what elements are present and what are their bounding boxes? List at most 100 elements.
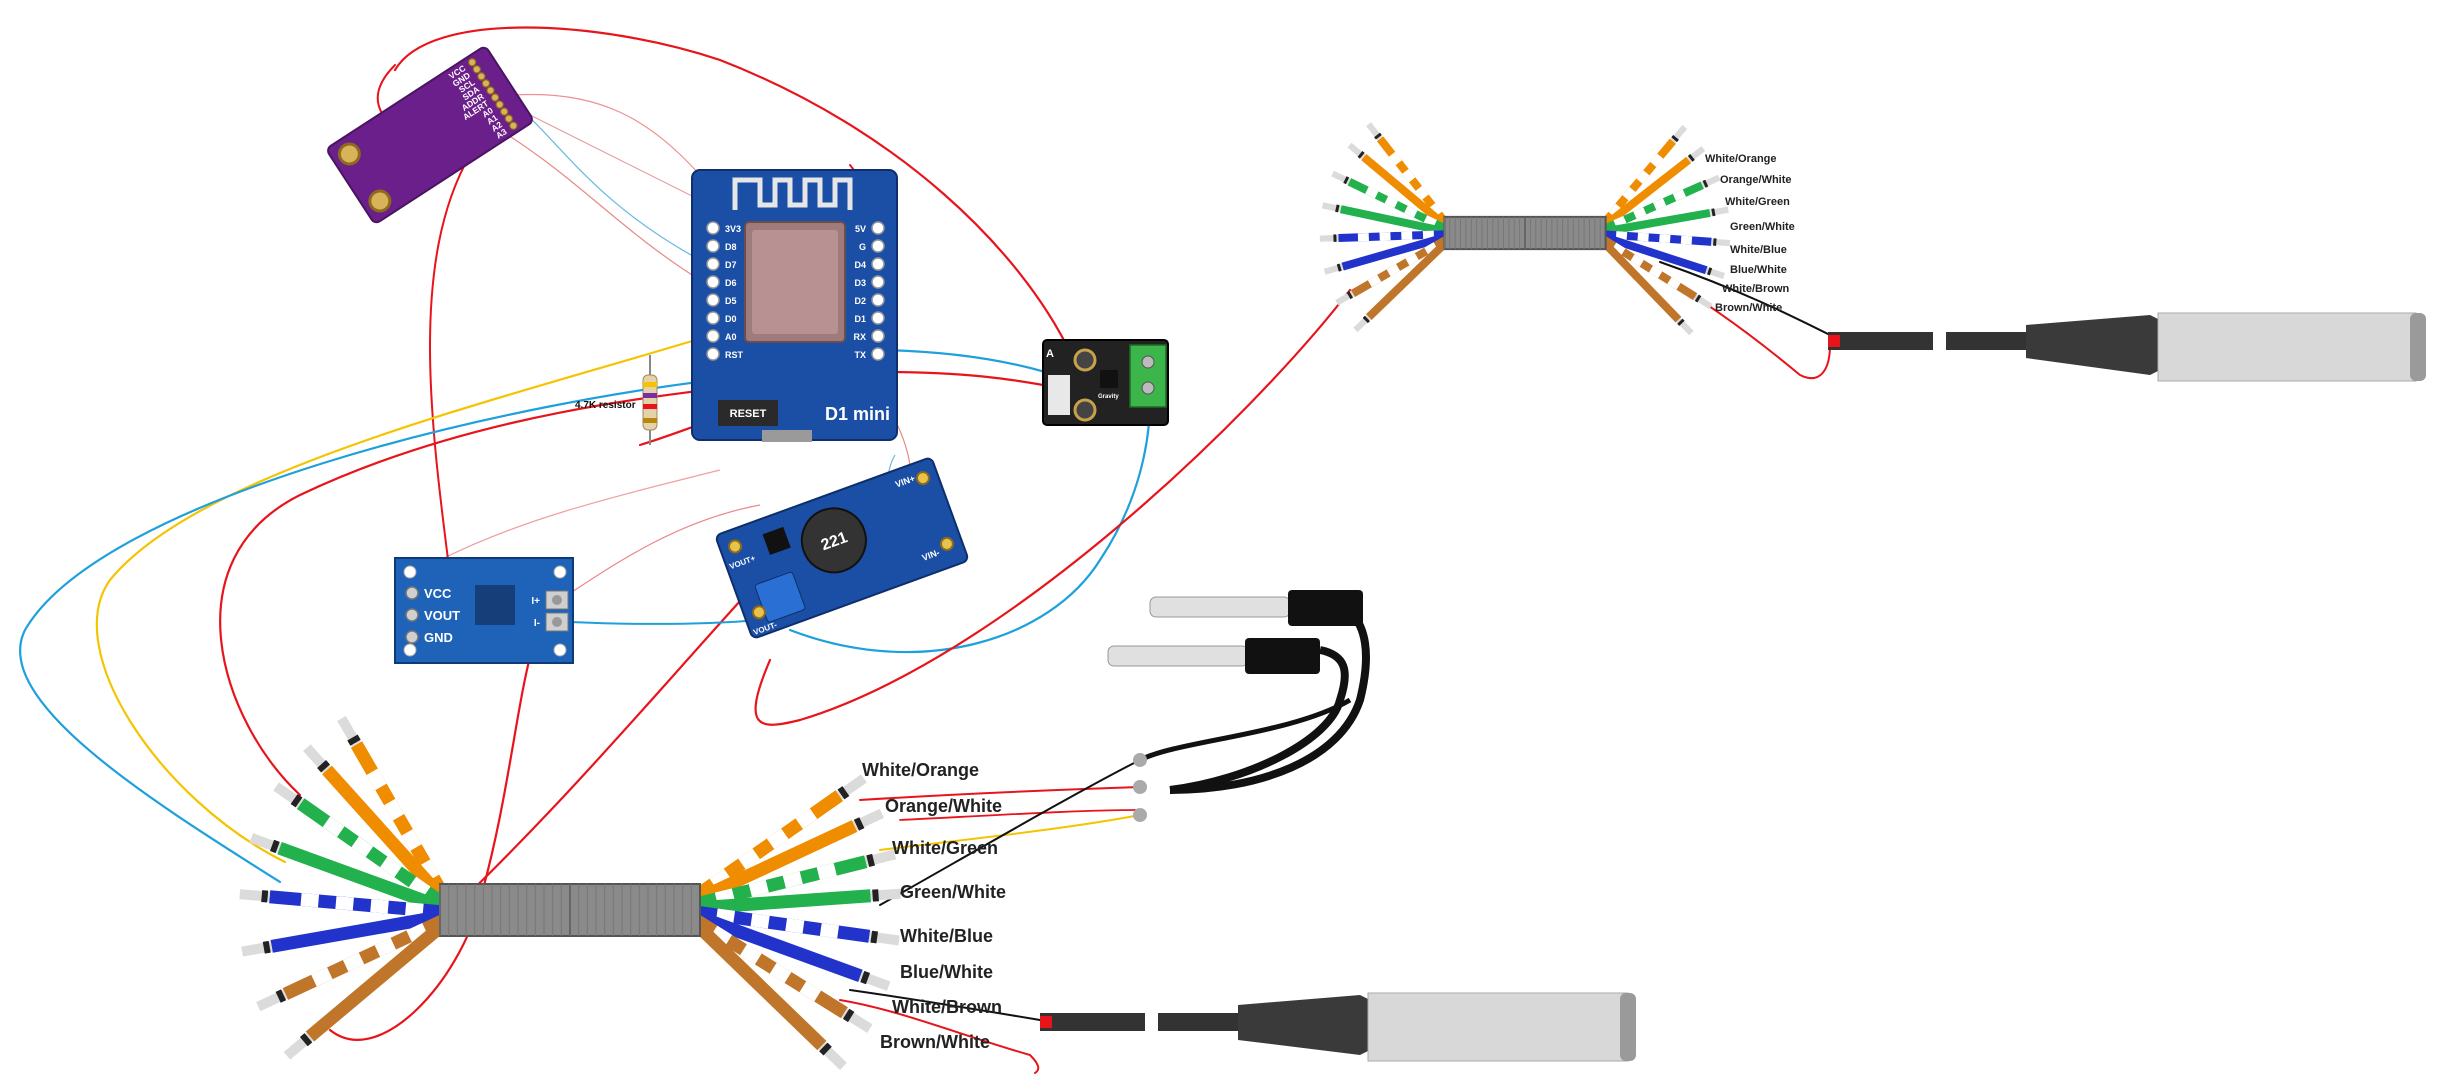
d1mini-pin-hole (706, 221, 720, 235)
harness-crimp (870, 930, 879, 944)
d1mini-pin-label: RX (853, 332, 866, 342)
harness-wire (695, 889, 872, 915)
harness-wire-stripe (311, 967, 333, 987)
harness-crimp (262, 940, 271, 954)
d1mini-pin-hole (706, 293, 720, 307)
resistor-band (643, 418, 657, 423)
screw-label: I- (534, 618, 540, 629)
harness-wire-stripe (1650, 153, 1664, 168)
screw-terminal (1129, 344, 1167, 408)
sensor-cable-tip (1828, 335, 1840, 347)
harness-crimp (1677, 318, 1685, 326)
pad-icon (728, 539, 743, 554)
reset-label: RESET (730, 408, 767, 420)
screw-label: I+ (531, 596, 540, 607)
d1mini-pin-hole (871, 329, 885, 343)
ph-module-label: A (1046, 348, 1054, 360)
wire-yellow-white-green (879, 814, 1141, 851)
harness-wire-stripe (1613, 215, 1627, 228)
harness-wire-stripe (715, 908, 736, 924)
wire-label: White/Brown (1722, 283, 1789, 295)
wire-label: White/Brown (892, 997, 1002, 1017)
harness-wire-stripe (1429, 203, 1443, 217)
d1mini-pin-hole (706, 311, 720, 325)
ethernet-harness-top (1319, 122, 1731, 336)
ph-connector (1048, 375, 1070, 415)
harness-wire (322, 765, 449, 905)
harness-wire-stripe (816, 862, 837, 880)
resistor: 4.7K resistor (575, 355, 658, 445)
ads1115-pin-pad (495, 100, 504, 109)
harness-wire-stripe (766, 828, 789, 850)
harness-crimp (299, 1033, 313, 1047)
d1mini-pin-label: D3 (854, 278, 866, 288)
harness-wire-stripe (782, 871, 803, 889)
mount-hole-icon (403, 565, 417, 579)
harness-wire-stripe (750, 913, 770, 929)
harness-wire-stripe (769, 962, 792, 984)
harness-wire-stripe (1405, 253, 1419, 266)
d1mini-pin-hole (871, 221, 885, 235)
harness-wire-stripe (335, 896, 354, 911)
wire-label: White/Green (1725, 196, 1790, 208)
harness-wire (1341, 232, 1448, 271)
ethernet-harness-bottom (239, 715, 901, 1071)
wire-red-orange-white (899, 809, 1141, 821)
probe-rod-2 (1107, 645, 1249, 667)
probe-cable-2 (1169, 646, 1349, 794)
d1mini-pin-hole (706, 329, 720, 343)
harness-wire-stripe (405, 902, 424, 917)
harness-wire-stripe (1630, 254, 1644, 267)
wire-black-top-probe (1659, 261, 1831, 336)
harness-crimp (1671, 135, 1679, 143)
wire-red-bottom-probe (839, 999, 1040, 1074)
inductor-icon (800, 507, 867, 574)
harness-wire-stripe (1404, 205, 1418, 218)
screw-icon (552, 595, 562, 605)
resistor-body (642, 374, 658, 431)
harness-wire-stripe (1653, 198, 1667, 211)
esp-shield (752, 230, 838, 334)
mount-hole-icon (403, 643, 417, 657)
wire-label: Green/White (900, 882, 1006, 902)
ads1115-pin-pad (509, 121, 518, 130)
harness-wire-stripe (351, 836, 374, 858)
harness-wire-stripe (1615, 231, 1628, 240)
pad-icon (939, 536, 954, 551)
sensor-cable (1828, 332, 1933, 350)
harness-wire-stripe (1633, 207, 1647, 219)
wire-module-thin (559, 504, 761, 601)
wire-black-green-white (879, 759, 1141, 906)
harness-wire (1339, 205, 1448, 236)
wire-red-boost-top-harness (754, 288, 1352, 726)
harness-crimp (853, 817, 865, 831)
harness-wire-stripe (709, 868, 732, 890)
trim-potentiometer[interactable] (754, 571, 806, 623)
resistor-band (643, 404, 657, 409)
ads1115-pin-pad (477, 72, 486, 81)
harness-crimp (269, 839, 280, 854)
d1mini-pin-hole (871, 275, 885, 289)
harness-wire (1366, 238, 1450, 320)
harness-wire-stripe (380, 856, 402, 878)
harness-wire-stripe (799, 981, 822, 1002)
wire-blue-module-boost (569, 619, 761, 626)
junction-dot (1133, 753, 1147, 767)
d1mini-pin-hole (871, 293, 885, 307)
sensor-body (2157, 312, 2417, 382)
harness-wire-stripe (374, 937, 396, 957)
harness-wire (1601, 232, 1708, 275)
module-pin-label: VCC (424, 586, 452, 601)
ads1115-pin-pad (486, 86, 495, 95)
harness-crimp (290, 794, 303, 808)
antenna-trace-icon (732, 177, 853, 210)
module-pin-hole (405, 586, 419, 600)
reset-button[interactable] (718, 400, 778, 426)
pressure-sensor-bottom (1040, 992, 1636, 1062)
module-chip (475, 585, 515, 625)
mount-hole-icon (553, 565, 567, 579)
ph-chip (1100, 370, 1118, 388)
harness-wire-stripe (819, 923, 840, 939)
